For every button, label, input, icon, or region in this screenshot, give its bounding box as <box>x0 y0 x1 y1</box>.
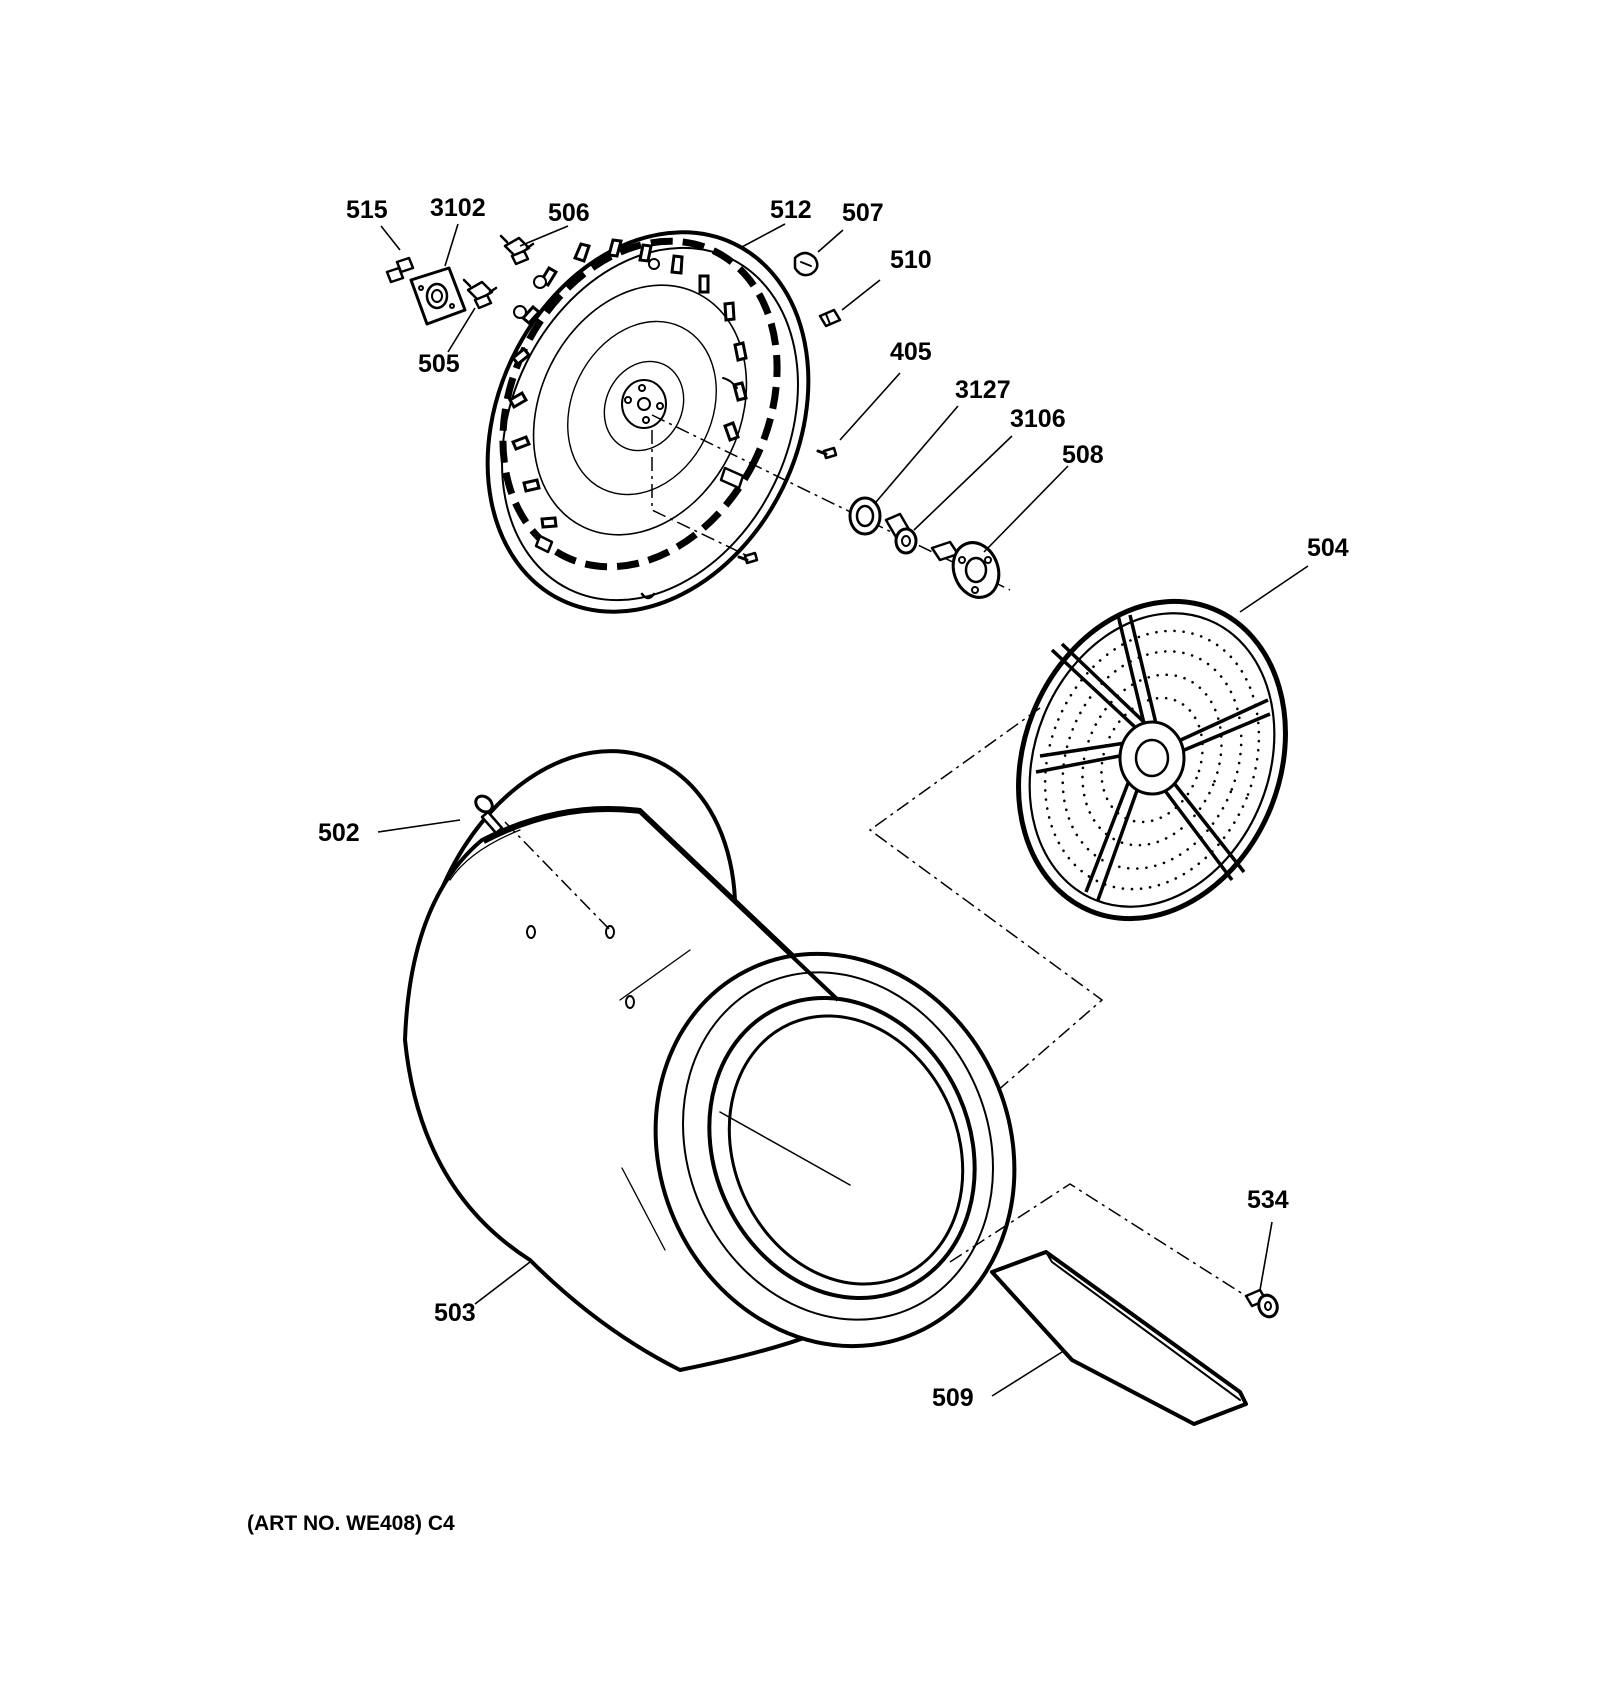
centerline-502 <box>504 821 613 933</box>
part-405-screw <box>816 446 838 460</box>
part-510-clip <box>818 308 842 328</box>
centerline-bulkhead <box>651 414 1011 591</box>
label-3106: 3106 <box>1010 405 1066 433</box>
label-512: 512 <box>770 196 812 224</box>
drum-503 <box>403 749 1017 1372</box>
label-509: 509 <box>932 1384 974 1412</box>
label-515: 515 <box>346 196 388 224</box>
art-number-caption: (ART NO. WE408) C4 <box>247 1512 455 1535</box>
rear-bulkhead-512 <box>485 230 811 614</box>
part-515-clip <box>385 256 415 284</box>
assembly-line-509 <box>949 1183 1247 1297</box>
label-3127: 3127 <box>955 376 1011 404</box>
label-505: 505 <box>418 350 460 378</box>
part-508-shaft-hub <box>930 540 1001 599</box>
part-534-screw <box>1244 1288 1279 1319</box>
label-3102: 3102 <box>430 194 486 222</box>
drum-axis-line <box>719 1111 851 1186</box>
label-508: 508 <box>1062 441 1104 469</box>
bulkhead-lower-screw <box>737 551 759 565</box>
part-505-thermostat <box>462 278 498 310</box>
label-506: 506 <box>548 199 590 227</box>
label-534: 534 <box>1247 1186 1289 1214</box>
part-3106-bearing <box>884 512 918 555</box>
part-506-thermostat <box>499 234 535 266</box>
label-507: 507 <box>842 199 884 227</box>
leader-lines <box>377 223 1309 1397</box>
part-502-screw <box>474 794 504 835</box>
label-405: 405 <box>890 338 932 366</box>
part-509-baffle <box>990 1250 1248 1426</box>
label-503: 503 <box>434 1299 476 1327</box>
part-3102-bracket-plate <box>409 266 467 326</box>
part-507-fuse <box>793 251 819 277</box>
drum-front-disc-504 <box>1016 598 1288 922</box>
label-510: 510 <box>890 246 932 274</box>
label-504: 504 <box>1307 534 1349 562</box>
part-3127-washer <box>848 496 882 536</box>
label-502: 502 <box>318 819 360 847</box>
